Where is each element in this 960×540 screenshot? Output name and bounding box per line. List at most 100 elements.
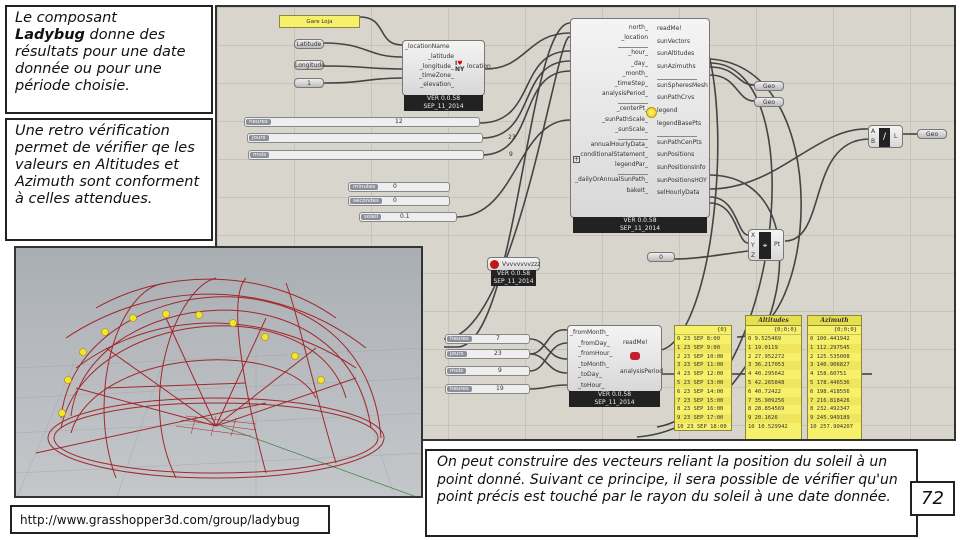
rhino-viewport[interactable] [14,246,423,498]
sunpath-input [618,99,648,105]
sun-position-marker [101,328,109,336]
sunpath-component[interactable]: north__location_hour__day__month__timeSt… [570,18,710,218]
geo-param-1[interactable]: Geo [754,81,784,91]
sun-position-marker [79,348,87,356]
panel-row: 9 20.1626 [746,414,801,423]
sunpath-input: legendPar_ [615,161,648,169]
sunpath-input: bakeIt_ [626,186,648,194]
panel-row: 4 40.295642 [748,371,785,378]
panel-row: 2 125.535008 [810,353,850,360]
input-timezone: _timeZone_ [419,72,454,79]
sun-position-marker [195,311,203,319]
expand-icon[interactable]: + [573,156,580,163]
sunpath-output: sunSpheresMesh [657,81,708,89]
panel-row: 8 28.854569 [748,406,785,413]
analysis-period-component[interactable]: _fromMonth__fromDay__fromHour__toMonth__… [567,325,663,392]
slider-value[interactable]: 7 [496,335,500,342]
slider-value[interactable]: 19 [496,385,504,392]
sun-position-marker [229,319,237,327]
slider-value[interactable]: 0.1 [400,213,410,220]
slider-mois[interactable]: mois 9 [248,150,513,160]
red-component[interactable]: Vvvvvvvvzzz [487,257,540,271]
red-ladybug-icon [490,260,499,269]
sunpath-output: sunPositionsInfo [657,163,706,171]
panel-row: 5 178.446536 [808,378,861,388]
slider-value[interactable]: 0 [393,183,397,190]
verify-text-box: Une retro vérification permet de vérifie… [5,118,213,241]
sunpath-output: sunVectors [657,37,690,45]
panel-row: 6 40.72422 [748,388,782,395]
period-input: _toHour_ [578,381,605,389]
sunpath-input: _timeStep_ [614,79,648,87]
panel-row: 1 19.0119 [746,343,801,353]
panel-row: 0 100.441942 [810,336,850,342]
slider-label: mois [250,152,270,158]
sun-position-marker [64,376,72,384]
slider-value[interactable]: 9 [509,151,513,158]
slider-value[interactable]: 23 [508,134,516,141]
sunpath-input: _sunPathScale_ [601,115,648,123]
latitude-param[interactable]: Latitude [294,39,324,49]
geo-param-3[interactable]: Geo [917,129,947,139]
sunpath-output: sunAzimuths [657,63,696,71]
sunpath-output: sunPositions [657,151,695,159]
slider-value[interactable]: 0 [393,197,397,204]
panel-row: 2 27.952272 [748,353,785,360]
slider-value[interactable]: 23 [494,350,502,357]
slider-label: jours [447,351,467,357]
pt-output: Pt [774,241,780,248]
panel-row: 6 23 SEP 14:00 [677,388,724,395]
sun-position-marker [162,310,170,318]
output-location: location [467,63,491,70]
point-icon: ⌖ [759,232,771,259]
location-component[interactable]: _locationName _latitude _longitude_ _tim… [402,40,491,96]
sunpath-dome [16,277,421,496]
location-name-panel[interactable]: Gare Loja [279,15,360,28]
intro-bold: Ladybug [15,27,85,44]
input-latitude: _latitude [427,53,454,60]
grasshopper-canvas[interactable]: Gare Loja Latitude Longitude 1 _location… [215,5,956,441]
line-component[interactable]: A B / L [868,125,903,148]
period-input: _fromMonth_ [570,329,609,336]
sunpath-input: _dailyOrAnnualSunPath_ [574,176,648,184]
page-number-box: 72 [910,481,955,516]
sunpath-output: legendBasePts [657,119,702,127]
panel-row: 10 23 SEP 18:00 [677,423,727,430]
slider-value[interactable]: 9 [498,367,502,374]
sunpath-output: sunAltitudes [657,50,695,58]
sunpath-input: annualHourlyData_ [590,140,648,148]
construct-point-component[interactable]: X Y Z ⌖ Pt [748,229,784,261]
geo-param-2[interactable]: Geo [754,97,784,107]
wire [323,65,403,70]
panel-row: 10 257.904207 [810,423,854,430]
slider-label: soleil [361,214,382,220]
wire [323,77,403,84]
zero-param[interactable]: 0 [647,252,675,262]
line-icon: / [879,128,890,147]
wire [481,70,571,156]
line-input-a: A [871,128,876,135]
period-input: _fromDay_ [578,339,610,347]
url-link[interactable]: http://www.grasshopper3d.com/group/ladyb… [20,513,300,527]
sunpath-output [657,131,697,137]
longitude-param[interactable]: Longitude [294,60,325,70]
slider-soleil[interactable]: soleil 0.1 [359,212,457,222]
red-comp-label: Vvvvvvvvzzz [502,261,541,268]
sun-position-marker [291,352,299,360]
panel-row: 1 23 SEP 9:00 [675,343,731,353]
timezone-param[interactable]: 1 [294,78,324,88]
slider-value[interactable]: 12 [395,118,403,125]
sunpath-output: sunPathCrvs [657,94,695,102]
slider-jours[interactable]: jours 23 [445,349,530,359]
